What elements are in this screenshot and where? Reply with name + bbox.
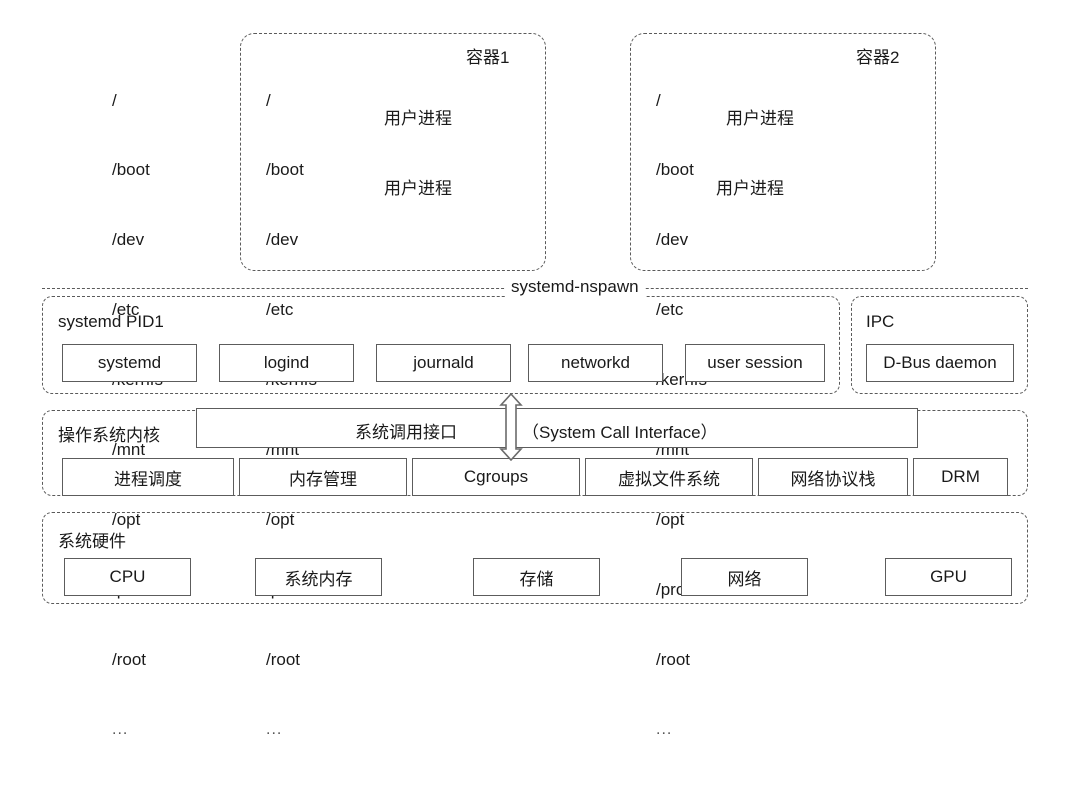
host-path-item: /mnt <box>112 440 146 460</box>
syscall-double-arrow-icon <box>499 393 523 461</box>
host-path-item: /dev <box>112 230 145 250</box>
container-path-ellipsis: ... <box>656 720 673 738</box>
kernel-cell-label: Cgroups <box>463 467 529 486</box>
kernel-cell-label: DRM <box>941 467 980 486</box>
system-call-interface-box: 系统调用接口 （System Call Interface） <box>196 408 918 448</box>
pid1-cell-label: journald <box>413 353 474 372</box>
host-path-item: / <box>112 90 117 110</box>
container-1-user-process: 用户进程 <box>384 109 452 128</box>
container-2-title: 容器2 <box>856 48 900 67</box>
container-path-item: /etc <box>266 300 294 320</box>
container-path-item: / <box>656 90 661 110</box>
container-path-item: /boot <box>656 160 694 180</box>
hardware-cell-storage[interactable]: 存储 <box>473 558 600 596</box>
container-1-box <box>240 33 546 271</box>
hardware-cell-cpu[interactable]: CPU <box>64 558 191 596</box>
hardware-cell-label: GPU <box>930 567 967 586</box>
host-path-item: /boot <box>112 160 150 180</box>
kernel-cell-memory-management[interactable]: 内存管理 <box>239 458 407 496</box>
systemd-pid1-layer-title: systemd PID1 <box>58 312 164 331</box>
container-path-ellipsis: ... <box>266 720 283 738</box>
hardware-cell-system-memory[interactable]: 系统内存 <box>255 558 382 596</box>
kernel-cell-drm[interactable]: DRM <box>913 458 1008 496</box>
architecture-diagram: / /boot /dev /etc /kernfs /mnt /opt /pro… <box>42 33 1028 738</box>
container-1-user-process: 用户进程 <box>384 179 452 198</box>
system-call-interface-label-en: （System Call Interface） <box>522 423 718 442</box>
hardware-cell-label: 系统内存 <box>284 569 353 589</box>
container-2-user-process: 用户进程 <box>726 109 794 128</box>
container-path-item: /root <box>656 649 691 669</box>
container-2-box <box>630 33 936 271</box>
kernel-cell-network-stack[interactable]: 网络协议栈 <box>758 458 908 496</box>
kernel-cell-label: 虚拟文件系统 <box>618 469 720 489</box>
container-path-item: /etc <box>656 300 684 320</box>
nspawn-label: systemd-nspawn <box>505 277 645 297</box>
hardware-layer <box>42 512 1028 604</box>
kernel-cell-label: 内存管理 <box>289 469 357 489</box>
pid1-cell-label: logind <box>263 353 310 372</box>
hardware-cell-gpu[interactable]: GPU <box>885 558 1012 596</box>
hardware-cell-network[interactable]: 网络 <box>681 558 808 596</box>
ipc-cell-dbus-daemon[interactable]: D-Bus daemon <box>866 344 1014 382</box>
container-path-item: /opt <box>656 509 685 529</box>
pid1-cell-label: user session <box>707 353 803 372</box>
container-2-user-process: 用户进程 <box>716 179 784 198</box>
container-path-item: /dev <box>266 230 299 250</box>
kernel-cell-label: 网络协议栈 <box>790 469 876 489</box>
container-path-item: /dev <box>656 230 689 250</box>
kernel-layer-title: 操作系统内核 <box>58 426 160 445</box>
pid1-cell-label: networkd <box>561 353 630 372</box>
systemd-pid1-layer <box>42 296 840 394</box>
hardware-cell-label: CPU <box>109 567 146 586</box>
pid1-cell-journald[interactable]: journald <box>376 344 511 382</box>
kernel-cell-label: 进程调度 <box>114 469 182 489</box>
ipc-layer <box>851 296 1028 394</box>
pid1-cell-user-session[interactable]: user session <box>685 344 825 382</box>
hardware-cell-label: 存储 <box>519 569 554 589</box>
container-1-title: 容器1 <box>466 48 510 67</box>
kernel-cell-cgroups[interactable]: Cgroups <box>412 458 580 496</box>
kernel-cell-process-scheduling[interactable]: 进程调度 <box>62 458 234 496</box>
container-path-item: /opt <box>266 509 295 529</box>
pid1-cell-logind[interactable]: logind <box>219 344 354 382</box>
host-path-item: /root <box>112 649 147 669</box>
pid1-cell-networkd[interactable]: networkd <box>528 344 663 382</box>
pid1-cell-systemd[interactable]: systemd <box>62 344 197 382</box>
host-path-item: /opt <box>112 509 141 529</box>
container-path-item: / <box>266 90 271 110</box>
host-path-item: /etc <box>112 300 140 320</box>
hardware-layer-title: 系统硬件 <box>58 532 126 551</box>
kernel-cell-virtual-filesystem[interactable]: 虚拟文件系统 <box>585 458 753 496</box>
ipc-cell-label: D-Bus daemon <box>883 353 997 372</box>
container-path-item: /root <box>266 649 301 669</box>
host-path-ellipsis: ... <box>112 720 129 738</box>
ipc-layer-title: IPC <box>866 312 895 331</box>
pid1-cell-label: systemd <box>97 353 162 372</box>
system-call-interface-label-cn: 系统调用接口 <box>355 423 457 442</box>
container-path-item: /boot <box>266 160 304 180</box>
hardware-cell-label: 网络 <box>727 569 762 589</box>
